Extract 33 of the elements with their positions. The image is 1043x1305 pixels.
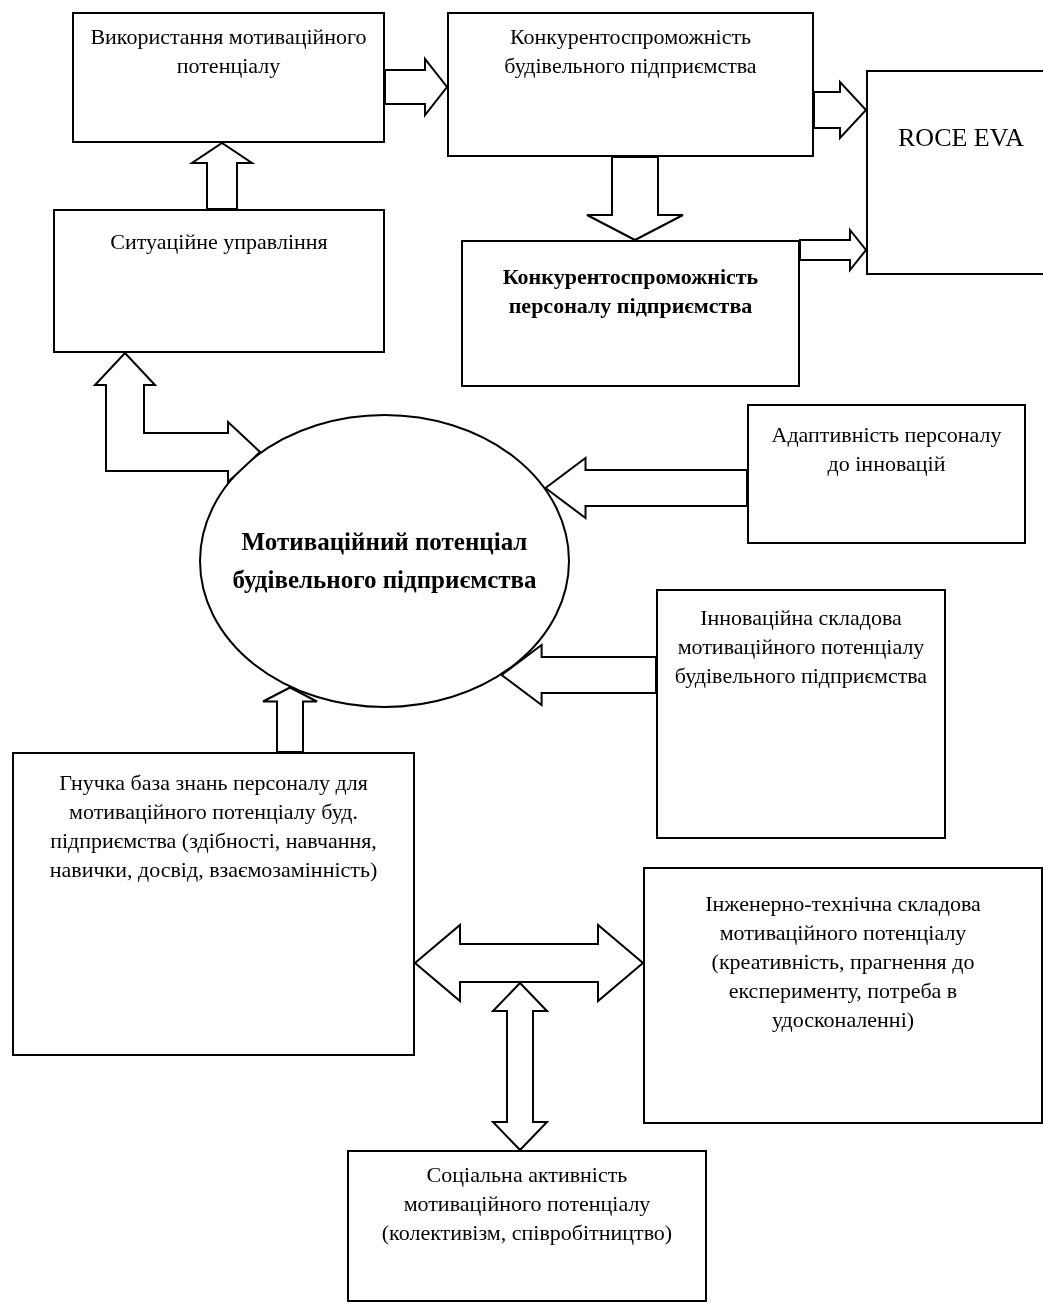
text-box — [72, 12, 385, 143]
ellipse-label: Мотиваційний потенціал будівельного підприємства — [231, 527, 538, 595]
block-arrow — [490, 981, 550, 1152]
box-label: ROCE EVA — [898, 122, 1024, 154]
text-box — [53, 209, 385, 353]
text-box — [866, 70, 1043, 275]
text-box — [347, 1150, 707, 1302]
box-label: Адаптивність персоналу до інновацій — [770, 421, 1003, 478]
central-ellipse — [199, 414, 570, 708]
block-arrow — [384, 56, 449, 118]
box-label: Конкурентоспроможність будівельного підприємства — [503, 23, 758, 80]
box-label: Інженерно-технічна складова мотиваційного потенціалу (креативність, прагнення до експерименту, потреба в удосконаленні) — [704, 890, 982, 1034]
block-arrow — [813, 79, 868, 141]
box-label: Гнучка база знань персоналу для мотиваційного потенціалу буд. підприємства (здібності, навчання, навички, досвід, взаємозамінність) — [48, 769, 379, 884]
box-label: Інноваційна складова мотиваційного потенціалу будівельного підприємства — [673, 604, 929, 690]
box-label: Конкурентоспроможність персоналу підприємства — [501, 263, 760, 320]
text-box — [12, 752, 415, 1056]
block-arrow — [92, 351, 262, 485]
block-arrow — [413, 922, 645, 1004]
text-box — [643, 867, 1043, 1124]
text-box — [747, 404, 1026, 544]
box-label: Використання мотиваційного потенціалу — [89, 23, 368, 80]
text-box — [447, 12, 814, 157]
block-arrow — [262, 686, 318, 753]
text-box — [461, 240, 800, 387]
block-arrow — [543, 456, 748, 520]
block-arrow — [799, 227, 868, 273]
box-label: Соціальна активність мотиваційного потенціалу (колективізм, співробітництво) — [380, 1161, 674, 1247]
box-label: Ситуаційне управління — [110, 228, 328, 256]
block-arrow — [188, 141, 256, 210]
text-box — [656, 589, 946, 839]
block-arrow — [499, 643, 657, 707]
block-arrow — [586, 156, 684, 242]
